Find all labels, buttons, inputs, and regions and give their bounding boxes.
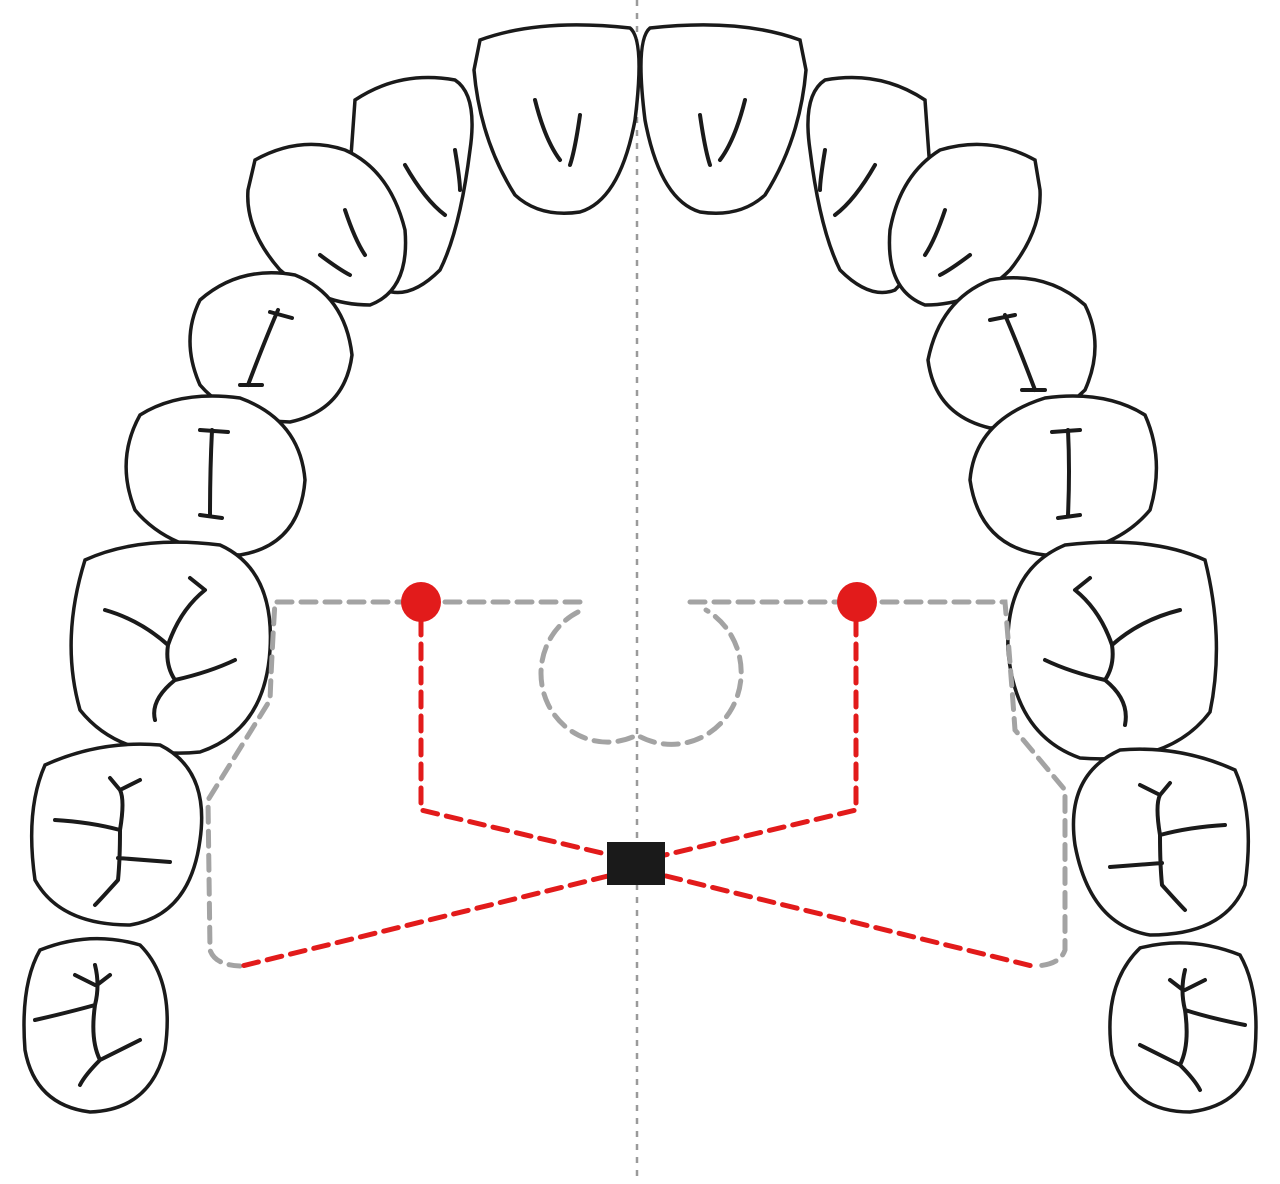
- central-incisor-left: [472, 23, 641, 215]
- palatal-arc: [538, 607, 744, 747]
- guide-line-left: [205, 599, 583, 969]
- canine-left: [246, 142, 408, 307]
- teeth-right: [639, 23, 1258, 1114]
- second-molar-left: [29, 742, 204, 927]
- first-molar-left: [69, 540, 273, 755]
- center-block: [607, 842, 665, 885]
- anchor-point-left: [401, 582, 441, 622]
- guide-lines: [205, 599, 1068, 969]
- third-molar-left: [22, 936, 169, 1114]
- first-premolar-left: [188, 271, 354, 424]
- arm-right-lower: [663, 873, 1035, 969]
- appliance: [239, 582, 1035, 969]
- teeth-left: [22, 23, 641, 1114]
- anchor-point-right: [837, 582, 877, 622]
- arm-left-lower: [239, 873, 611, 969]
- arm-right-upper: [662, 617, 859, 858]
- second-premolar-left: [124, 394, 307, 557]
- guide-line-right: [687, 599, 1068, 969]
- arm-left-upper: [418, 617, 613, 858]
